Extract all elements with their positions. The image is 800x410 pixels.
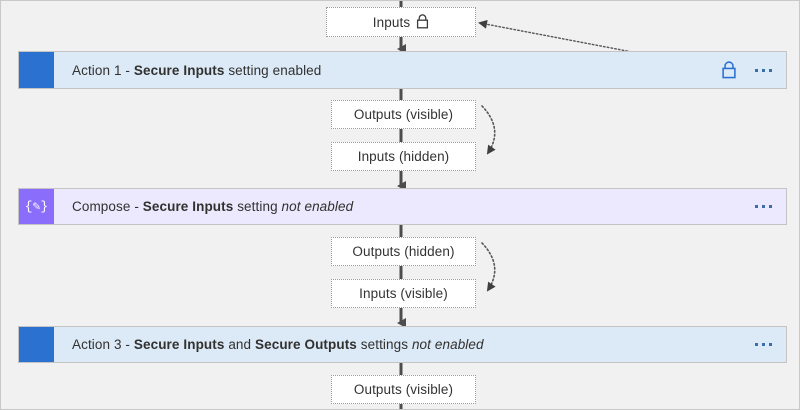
action3-ellipsis-icon[interactable] (755, 343, 772, 346)
top-inputs-label: Inputs (372, 14, 411, 30)
compose-prefix: Compose - (72, 199, 143, 214)
outputs-visible-2-label: Outputs (visible) (353, 382, 454, 397)
node-action3-row[interactable]: Action 3 - Secure Inputs and Secure Outp… (18, 326, 787, 363)
outputs-visible-1-label: Outputs (visible) (353, 107, 454, 122)
action1-suffix: setting enabled (224, 62, 322, 78)
node-outputs-visible-2[interactable]: Outputs (visible) (331, 375, 476, 404)
node-top-inputs[interactable]: Inputs (326, 7, 476, 37)
action3-mid1: and (224, 337, 255, 352)
node-compose-row[interactable]: {✎} Compose - Secure Inputs setting not … (18, 188, 787, 225)
action3-bold2: Secure Outputs (255, 337, 357, 352)
action1-prefix: Action 1 - (72, 62, 134, 78)
compose-ellipsis-icon[interactable] (755, 205, 772, 208)
action1-ellipsis-icon[interactable] (755, 68, 772, 72)
compose-mid: setting (233, 199, 282, 214)
action3-mid2: settings (356, 337, 412, 352)
action1-bold: Secure Inputs (133, 62, 225, 78)
inputs-hidden-label: Inputs (hidden) (357, 149, 450, 164)
wire-curve-dotted-2 (481, 242, 496, 292)
action-square-icon (19, 327, 54, 362)
node-outputs-visible-1[interactable]: Outputs (visible) (331, 100, 476, 129)
compose-label: Compose - Secure Inputs setting not enab… (54, 199, 745, 214)
wire-curve-dotted-1 (481, 105, 496, 155)
inputs-visible-label: Inputs (visible) (359, 286, 448, 301)
action3-label: Action 3 - Secure Inputs and Secure Outp… (54, 337, 745, 352)
node-outputs-hidden[interactable]: Outputs (hidden) (331, 237, 476, 266)
compose-italic: not enabled (281, 199, 354, 214)
action1-lock-icon (721, 61, 737, 79)
compose-braces-icon: {✎} (19, 189, 54, 224)
action3-bold1: Secure Inputs (133, 337, 225, 352)
action3-prefix: Action 3 - (72, 337, 134, 352)
compose-bold: Secure Inputs (142, 199, 234, 214)
action-square-icon (19, 52, 54, 88)
outputs-hidden-label: Outputs (hidden) (352, 244, 455, 259)
action1-label: Action 1 - Secure Inputs setting enabled (54, 63, 721, 78)
node-action1-row[interactable]: Action 1 - Secure Inputs setting enabled (18, 51, 787, 89)
action3-italic: not enabled (411, 337, 484, 352)
node-inputs-hidden[interactable]: Inputs (hidden) (331, 142, 476, 171)
node-inputs-visible[interactable]: Inputs (visible) (331, 279, 476, 308)
lock-icon (416, 14, 429, 32)
